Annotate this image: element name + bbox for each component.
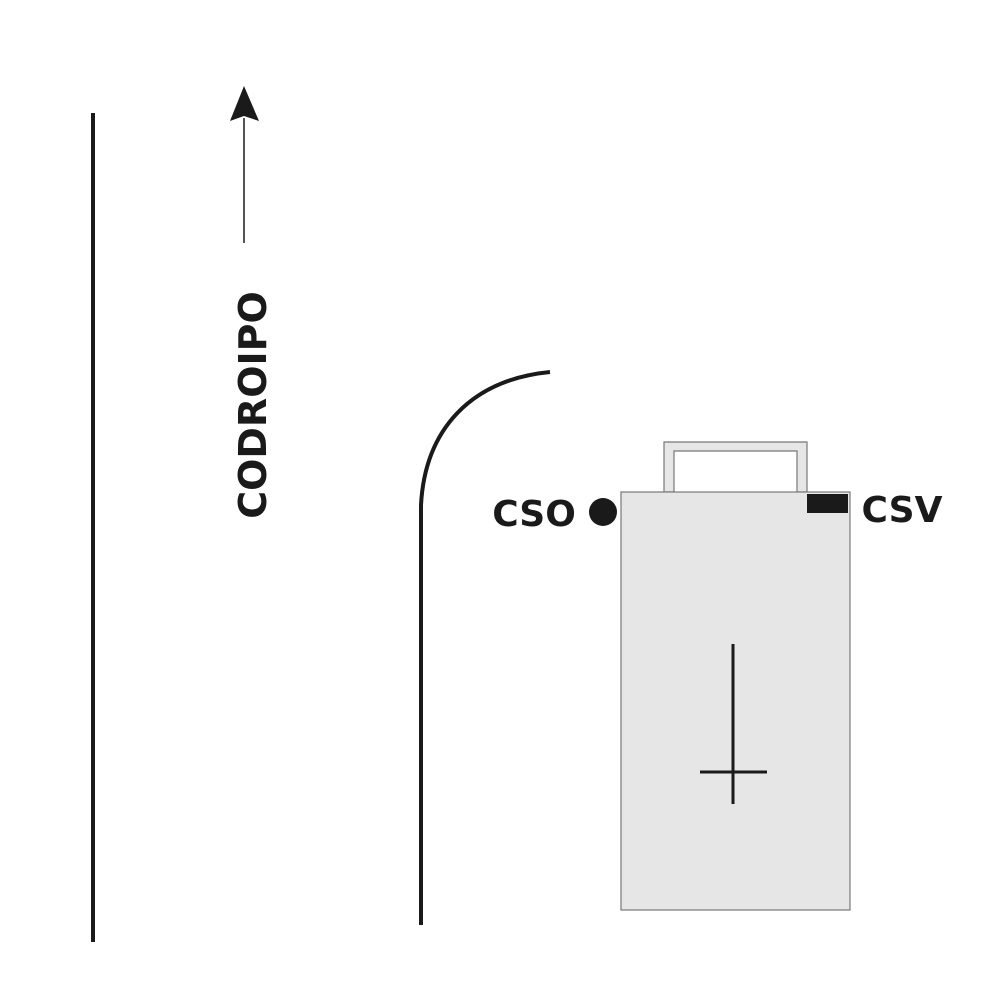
csv-marker: [807, 494, 848, 513]
cso-marker: [589, 498, 617, 526]
direction-arrow-head-icon: [230, 86, 259, 121]
cso-label: CSO: [492, 494, 576, 535]
csv-label: CSV: [862, 490, 943, 531]
road-edge-curve: [419, 370, 551, 925]
building-handle: [663, 441, 808, 493]
direction-label: CODROIPO: [231, 291, 275, 519]
building: [620, 491, 851, 911]
